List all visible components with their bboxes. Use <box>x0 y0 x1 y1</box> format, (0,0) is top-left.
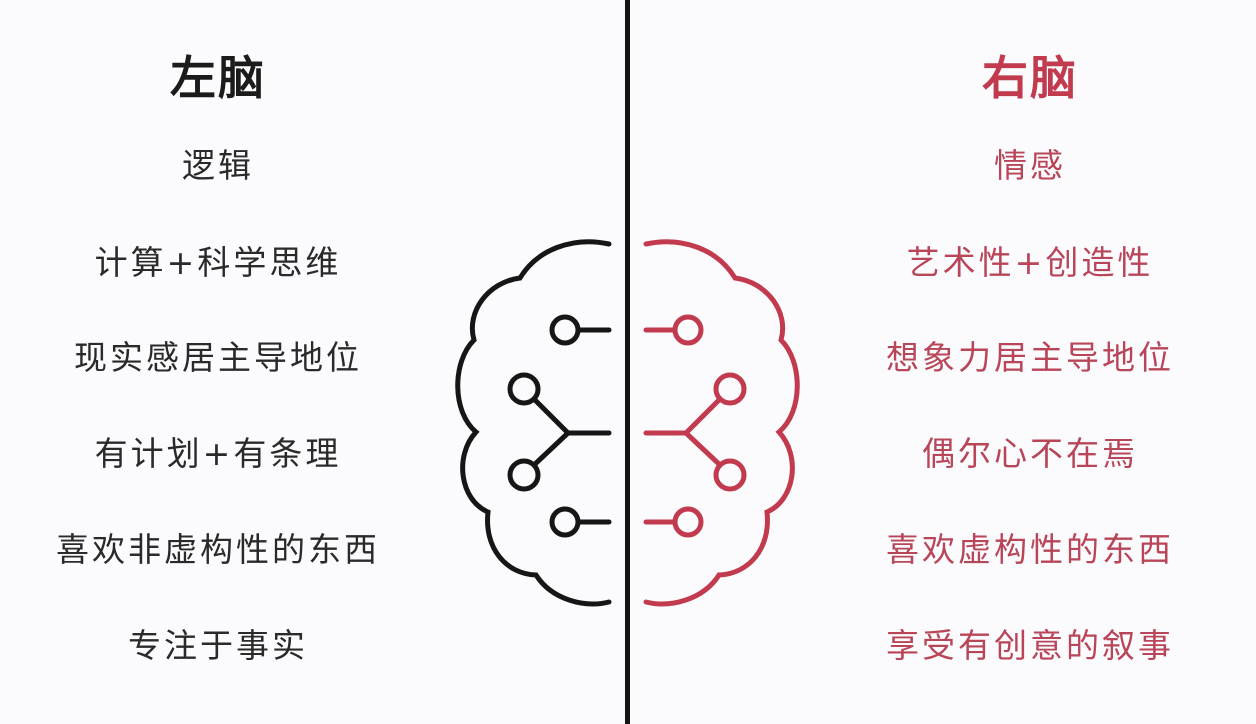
right-circuit-node <box>713 372 747 406</box>
right-trait-item: 情感 <box>994 146 1066 185</box>
left-hemisphere-icon <box>455 239 612 607</box>
right-brain-title: 右脑 <box>982 51 1078 105</box>
left-circuit-node <box>507 372 541 406</box>
right-hemisphere-icon <box>643 239 800 607</box>
right-brain-column: 右脑 情感 艺术性+创造性 想象力居主导地位 偶尔心不在焉 喜欢虚构性的东西 享… <box>810 0 1250 724</box>
right-trait-item: 偶尔心不在焉 <box>922 434 1138 473</box>
left-circuit-line <box>531 396 571 436</box>
right-trait-item: 想象力居主导地位 <box>886 338 1174 377</box>
right-circuit-line <box>683 396 723 436</box>
left-trait-item: 有计划+有条理 <box>94 434 342 473</box>
right-trait-item: 喜欢虚构性的东西 <box>886 530 1174 569</box>
left-circuit-node <box>549 314 581 346</box>
right-trait-item: 艺术性+创造性 <box>906 243 1154 282</box>
left-brain-column: 左脑 逻辑 计算+科学思维 现实感居主导地位 有计划+有条理 喜欢非虚构性的东西… <box>0 0 438 724</box>
right-circuit-node <box>713 458 747 492</box>
left-circuit-node <box>549 506 581 538</box>
left-brain-outline <box>455 239 612 607</box>
center-divider <box>625 0 630 724</box>
left-trait-item: 逻辑 <box>182 146 254 185</box>
right-circuit-line <box>683 430 723 468</box>
left-circuit-line <box>531 430 571 468</box>
right-brain-outline <box>643 239 800 607</box>
left-trait-item: 专注于事实 <box>128 626 308 665</box>
left-circuit-node <box>507 458 541 492</box>
right-circuit-node <box>672 314 704 346</box>
left-trait-item: 计算+科学思维 <box>94 243 342 282</box>
right-trait-item: 享受有创意的叙事 <box>886 626 1174 665</box>
left-brain-title: 左脑 <box>170 51 266 105</box>
left-trait-item: 现实感居主导地位 <box>74 338 362 377</box>
left-trait-item: 喜欢非虚构性的东西 <box>56 530 380 569</box>
right-circuit-node <box>672 506 704 538</box>
